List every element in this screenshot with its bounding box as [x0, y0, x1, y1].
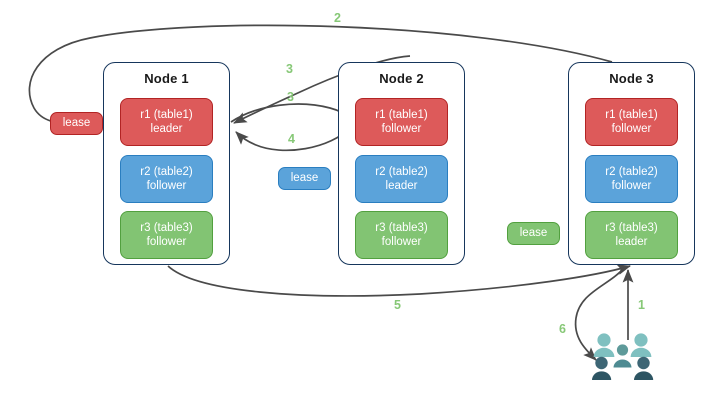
node-2-replica-r3-name: r3 (table3) [375, 222, 428, 234]
node-3-replica-r3-role: leader [615, 236, 648, 248]
node-1-replica-r1[interactable]: r1 (table1) leader [120, 98, 213, 146]
node-1-replica-r3[interactable]: r3 (table3) follower [120, 211, 213, 259]
node-3-replica-r1-name: r1 (table1) [605, 109, 658, 121]
users-back-right-icon [630, 333, 652, 357]
node-2-replica-r3[interactable]: r3 (table3) follower [355, 211, 448, 259]
users-group-icon [592, 333, 654, 380]
step-label-3b: 3 [287, 90, 294, 104]
node-1-replica-r2-name: r2 (table2) [140, 166, 193, 178]
node-2-title: Node 2 [379, 71, 424, 86]
step-label-1: 1 [638, 298, 645, 312]
node-2-replica-r2-name: r2 (table2) [375, 166, 428, 178]
users-back-left-icon [593, 333, 615, 357]
node-3-replica-r2-name: r2 (table2) [605, 166, 658, 178]
users-front-right-icon [634, 356, 654, 380]
node-1-replica-r1-role: leader [150, 123, 183, 135]
node-2-replica-r1-name: r1 (table1) [375, 109, 428, 121]
step-label-3a: 3 [286, 62, 293, 76]
node-3-replica-r1-role: follower [611, 123, 652, 135]
node-1-title: Node 1 [144, 71, 189, 86]
node-1-replica-r3-role: follower [146, 236, 187, 248]
step-label-4: 4 [288, 132, 295, 146]
step-label-6: 6 [559, 322, 566, 336]
lease-badge-blue-label: lease [290, 172, 319, 184]
node-2-replica-r3-role: follower [381, 236, 422, 248]
lease-badge-blue[interactable]: lease [278, 167, 331, 190]
users-middle-icon [613, 344, 632, 368]
node-2-replica-r1[interactable]: r1 (table1) follower [355, 98, 448, 146]
node-1-replica-r3-name: r3 (table3) [140, 222, 193, 234]
lease-badge-red-label: lease [62, 117, 91, 129]
node-1-replica-r2-role: follower [146, 180, 187, 192]
lease-badge-green[interactable]: lease [507, 222, 560, 245]
step-label-2: 2 [334, 11, 341, 25]
node-3-replica-r3[interactable]: r3 (table3) leader [585, 211, 678, 259]
step-label-5: 5 [394, 298, 401, 312]
node-3-replica-r2[interactable]: r2 (table2) follower [585, 155, 678, 203]
users-front-left-icon [592, 356, 612, 380]
edge-step-3-lower [230, 103, 356, 123]
node-3-replica-r2-role: follower [611, 180, 652, 192]
lease-badge-red[interactable]: lease [50, 112, 103, 135]
lease-badge-green-label: lease [519, 227, 548, 239]
node-1-replica-r1-name: r1 (table1) [140, 109, 193, 121]
node-3-replica-r1[interactable]: r1 (table1) follower [585, 98, 678, 146]
node-2-replica-r2[interactable]: r2 (table2) leader [355, 155, 448, 203]
edge-step-5 [167, 264, 631, 297]
node-3-title: Node 3 [609, 71, 654, 86]
node-2-replica-r1-role: follower [381, 123, 422, 135]
node-3-replica-r3-name: r3 (table3) [605, 222, 658, 234]
node-1-replica-r2[interactable]: r2 (table2) follower [120, 155, 213, 203]
node-2-replica-r2-role: leader [385, 180, 418, 192]
